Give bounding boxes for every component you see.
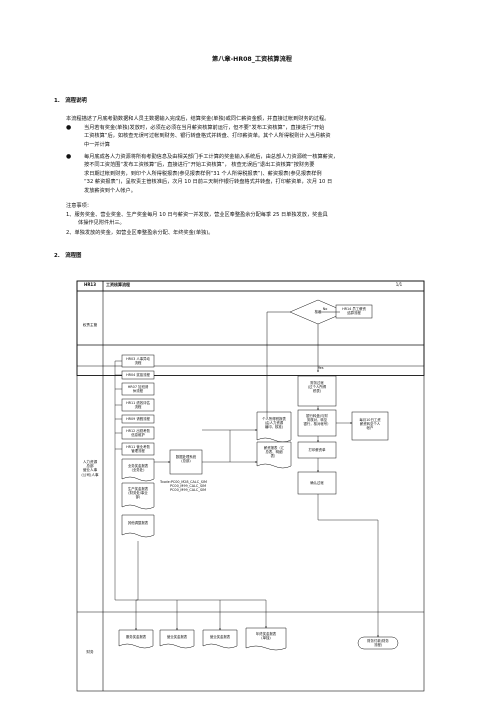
lane-approver: 权责主管 xyxy=(82,323,98,327)
bonus-report-b: 生产奖金报表(财务处/事业部) xyxy=(127,487,149,500)
bullet-icon: ● xyxy=(66,124,72,131)
flow-code: HR13 xyxy=(84,282,96,287)
tax-report: 个人所得税报表(由人力资源编印，核准) xyxy=(262,417,286,430)
yes-label: Yes xyxy=(318,366,324,370)
bonus-report-a: 业务奖金报表(业务处) xyxy=(127,464,149,473)
step-post: 财务过帐(过个人所得税表) xyxy=(307,381,327,394)
fin-doc-service: 服务奖金报表 xyxy=(125,635,147,639)
step-confirm: 确认过帐 xyxy=(310,481,324,485)
src-hr12: HR12 出勤考勤信息维护 xyxy=(126,429,150,438)
src-hr09: HR09 请假流程 xyxy=(126,417,150,421)
lane-hr: 人力资源 总部 营业人事 (公司)人事 xyxy=(81,460,99,477)
data-processing: 数据处理系统(总部) xyxy=(175,455,197,464)
step-bank: 银行转盘(与财务核对，转至银行，核对帐号） xyxy=(303,414,331,427)
paragraph-intro: 本流程描述了月底考勤数据和人员主数据输入完成后，结算奖金(单独)或同仁薪资金额，… xyxy=(66,116,330,122)
fin-doc-yearend: 年终奖金报表(单独) xyxy=(255,632,277,641)
src-hr11b: HR11 营业考勤管理流程 xyxy=(126,445,150,454)
fin-doc-sales-1: 营业奖金报表 xyxy=(166,635,188,639)
fin-doc-sales-2: 营业奖金报表 xyxy=(209,635,231,639)
src-hr07: HR07 加班请休流程 xyxy=(127,385,149,394)
salary-report: 薪资报表（汇总表、明细表） xyxy=(263,446,285,459)
fin-payment-end: 财务付款(财务流程) xyxy=(367,639,389,648)
bullet-1: 当月若有奖金(单独)发放时，必须在必须在当月薪资核算前运行，但不要“发布工资核算… xyxy=(84,125,331,148)
bullet-2: 每月底成各人力资源将所有考勤信息及由相关部门手工计算的奖金输入系统后，由总部人力… xyxy=(84,154,339,194)
hr14-box xyxy=(335,304,373,319)
section-heading-description: 1. 流程说明 xyxy=(54,98,87,104)
note-2: 2、单独发放的奖金，如营业区奉整盈余分配、年终奖金(单独)。 xyxy=(66,230,214,236)
notes-title: 注意事项： xyxy=(66,203,92,209)
approve-label: 核准 xyxy=(314,310,322,314)
hr14-label: HR14 员工薪资结算流程 xyxy=(342,307,366,316)
no-label: No xyxy=(322,307,328,311)
other-adjust-report: 其他调整报表 xyxy=(127,521,149,525)
step-deposit: 每月10日工资薪资转至个人帐户 xyxy=(359,418,381,431)
flow-page: 1/1 xyxy=(395,282,403,287)
lane-finance: 财务 xyxy=(86,650,94,654)
note-1: 1、服务奖金、营业奖金、生产奖金每月 10 日与薪资一并发放，营业区奉整盈余分配… xyxy=(66,212,328,227)
src-hr11: HR11 绩效评估流程 xyxy=(126,401,150,410)
src-hr03: HR03 人事异动流程 xyxy=(126,357,150,366)
bullet-icon: ● xyxy=(66,153,72,160)
section-heading-flowchart: 2. 流程图 xyxy=(54,253,82,259)
flow-name: 工资核算流程 xyxy=(106,282,130,287)
step-slip: 打印薪资单 xyxy=(308,448,326,452)
page-title: 第八章-HR08_工资核算流程 xyxy=(212,56,292,63)
src-hr04: HR04 奖惩流程 xyxy=(126,373,150,377)
